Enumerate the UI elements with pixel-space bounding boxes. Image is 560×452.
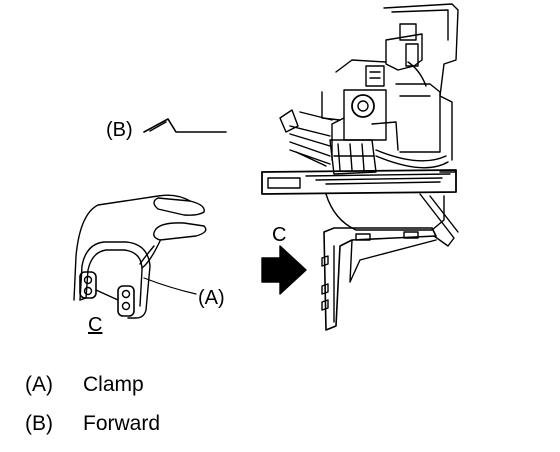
legend-text: Clamp xyxy=(83,373,144,396)
clamp-detail xyxy=(79,241,151,319)
legend-item: (B) Forward xyxy=(25,413,160,452)
view-c-arrow-label: C xyxy=(272,224,287,246)
forward-direction-arrow xyxy=(143,118,227,133)
legend: (A) Clamp (B) Forward xyxy=(25,374,160,452)
legend-text: Forward xyxy=(83,412,161,435)
hand-drawing xyxy=(73,194,207,301)
legend-key: (A) xyxy=(25,373,53,396)
legend-key: (B) xyxy=(25,412,53,435)
callout-b-label: (B) xyxy=(106,119,133,141)
view-c-arrow xyxy=(261,245,307,295)
legend-item: (A) Clamp xyxy=(25,374,160,413)
clamp-leader-line xyxy=(143,277,197,295)
technical-illustration xyxy=(73,3,459,331)
view-c-detail-label: C xyxy=(88,314,103,336)
callout-a-label: (A) xyxy=(198,287,225,309)
assembly-drawing xyxy=(261,3,459,331)
